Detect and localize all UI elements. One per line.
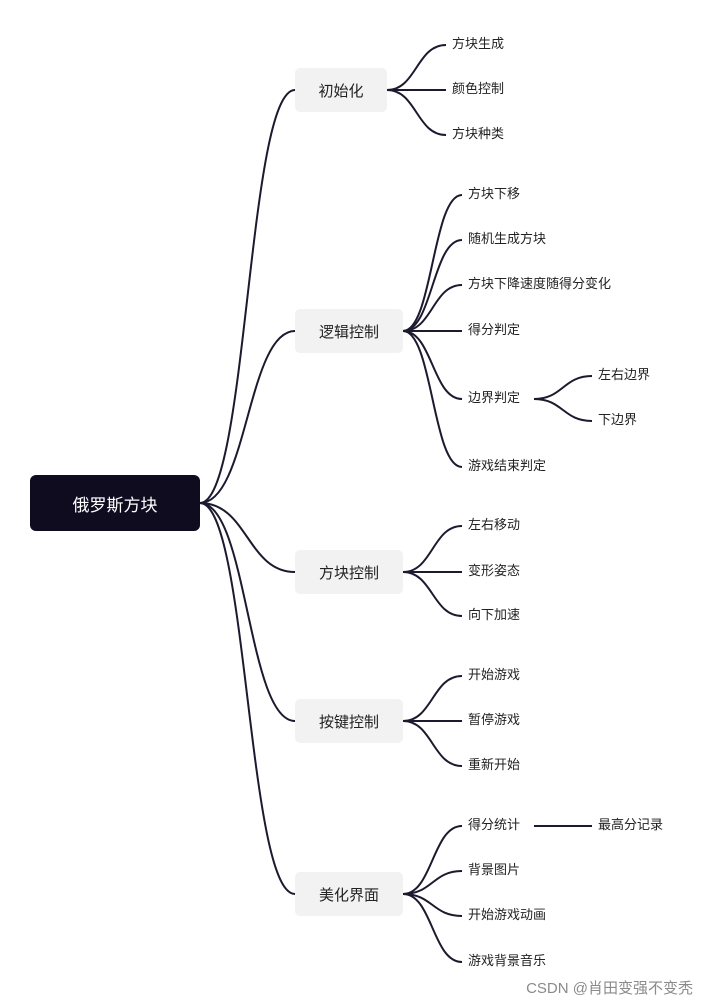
leaf-node[interactable]: 得分判定 (468, 323, 521, 338)
branch-ui[interactable]: 美化界面 (295, 872, 403, 916)
connector-line (402, 525, 463, 573)
connector-line (402, 675, 463, 722)
connector-line (199, 502, 296, 573)
watermark: CSDN @肖田变强不变秃 (526, 980, 693, 997)
connector-line (402, 825, 463, 895)
connector-line (402, 571, 463, 617)
branch-key-control[interactable]: 按键控制 (295, 699, 403, 743)
connector-line (533, 375, 593, 400)
branch-logic[interactable]: 逻辑控制 (295, 309, 403, 353)
branch-label: 方块控制 (318, 563, 379, 582)
root-label: 俄罗斯方块 (72, 495, 158, 516)
connector-line (199, 89, 296, 504)
leaf-node[interactable]: 开始游戏 (468, 668, 521, 683)
connector-line (402, 870, 463, 895)
branch-label: 初始化 (318, 81, 364, 100)
leaf-node[interactable]: 游戏结束判定 (468, 459, 547, 474)
leaf-node[interactable]: 重新开始 (468, 758, 521, 773)
leaf-node[interactable]: 方块下移 (468, 187, 521, 202)
branch-label: 美化界面 (318, 885, 379, 904)
leaf-node[interactable]: 颜色控制 (452, 82, 505, 97)
connector-line (533, 398, 593, 422)
leaf-node[interactable]: 背景图片 (468, 863, 521, 878)
root-node[interactable]: 俄罗斯方块 (30, 475, 200, 531)
connector-line (402, 284, 463, 332)
leaf-node[interactable]: 随机生成方块 (468, 232, 547, 247)
connector-line (402, 330, 463, 468)
leaf-node[interactable]: 开始游戏动画 (468, 908, 547, 923)
leaf-node[interactable]: 变形姿态 (468, 564, 521, 579)
connector-line (199, 330, 296, 504)
leaf-node[interactable]: 方块下降速度随得分变化 (468, 277, 612, 292)
connector-line (402, 720, 463, 767)
connector-line (386, 89, 447, 136)
leaf-node[interactable]: 向下加速 (468, 608, 521, 623)
connector-line (402, 330, 463, 400)
connector-line (402, 893, 463, 963)
leaf-node[interactable]: 方块生成 (452, 37, 505, 52)
sub-leaf-node[interactable]: 左右边界 (598, 368, 651, 383)
leaf-node[interactable]: 左右移动 (468, 518, 521, 533)
connector-line (386, 44, 447, 91)
connector-line (199, 502, 296, 895)
leaf-node[interactable]: 边界判定 (468, 391, 521, 406)
leaf-node[interactable]: 暂停游戏 (468, 713, 521, 728)
leaf-node[interactable]: 得分统计 (468, 818, 521, 833)
branch-init[interactable]: 初始化 (295, 68, 387, 112)
sub-leaf-node[interactable]: 下边界 (598, 413, 638, 428)
branch-block-control[interactable]: 方块控制 (295, 550, 403, 594)
connector-line (402, 194, 463, 332)
connector-line (199, 502, 296, 722)
branch-label: 按键控制 (318, 712, 379, 731)
sub-leaf-node[interactable]: 最高分记录 (598, 818, 664, 833)
branch-label: 逻辑控制 (318, 322, 379, 341)
leaf-node[interactable]: 方块种类 (452, 127, 505, 142)
connector-line (402, 239, 463, 332)
leaf-node[interactable]: 游戏背景音乐 (468, 954, 547, 969)
